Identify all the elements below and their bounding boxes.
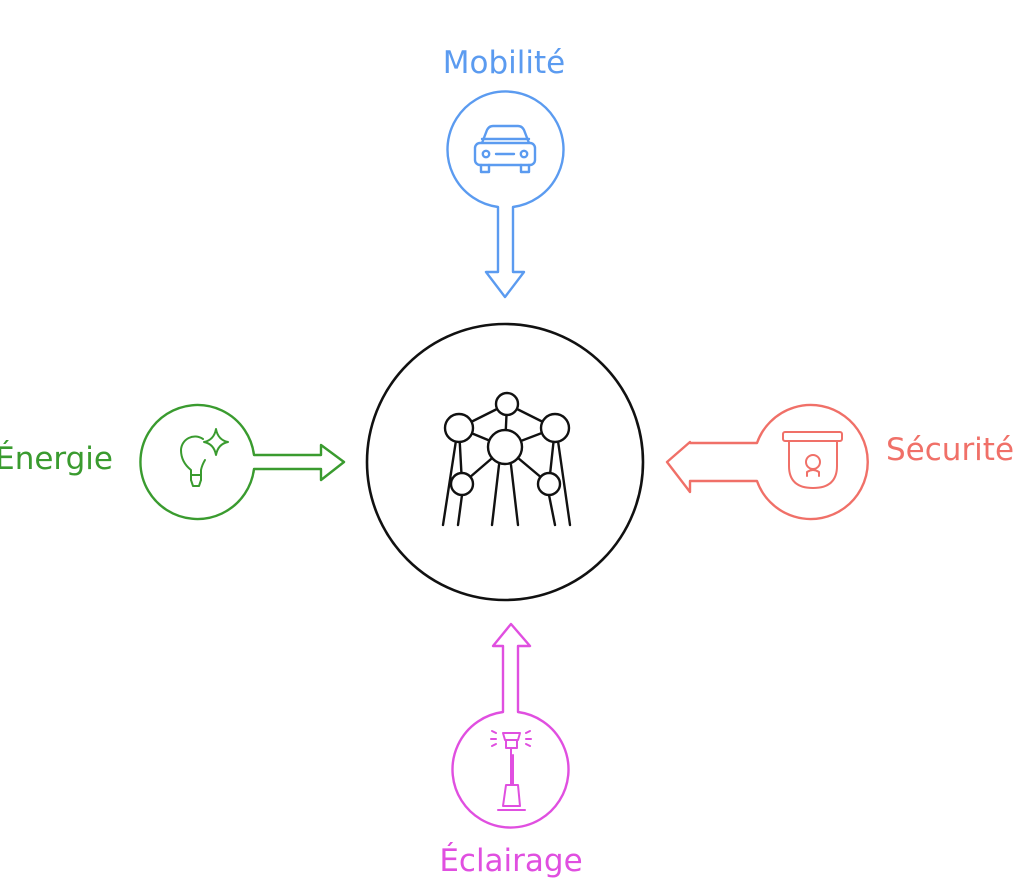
lightbulb-icon	[180, 428, 229, 487]
node-eclairage: Éclairage	[439, 622, 583, 879]
center-hub	[365, 322, 645, 602]
node-mobilite: Mobilité	[443, 45, 565, 299]
center-circle	[365, 322, 645, 602]
label-eclairage: Éclairage	[439, 843, 582, 879]
atomium-icon	[441, 391, 572, 527]
security-camera-icon	[782, 431, 843, 489]
node-circle-arrow-securite	[665, 403, 869, 521]
street-lamp-icon	[490, 730, 532, 811]
node-circle-arrow-energie	[139, 403, 346, 521]
label-energie: Énergie	[0, 441, 113, 477]
label-mobilite: Mobilité	[443, 45, 565, 81]
node-securite: Sécurité	[665, 403, 1014, 521]
label-securite: Sécurité	[886, 432, 1014, 468]
node-energie: Énergie	[0, 403, 346, 521]
car-icon	[473, 124, 537, 174]
node-circle-arrow-mobilite	[446, 90, 565, 299]
node-circle-arrow-eclairage	[451, 622, 570, 829]
